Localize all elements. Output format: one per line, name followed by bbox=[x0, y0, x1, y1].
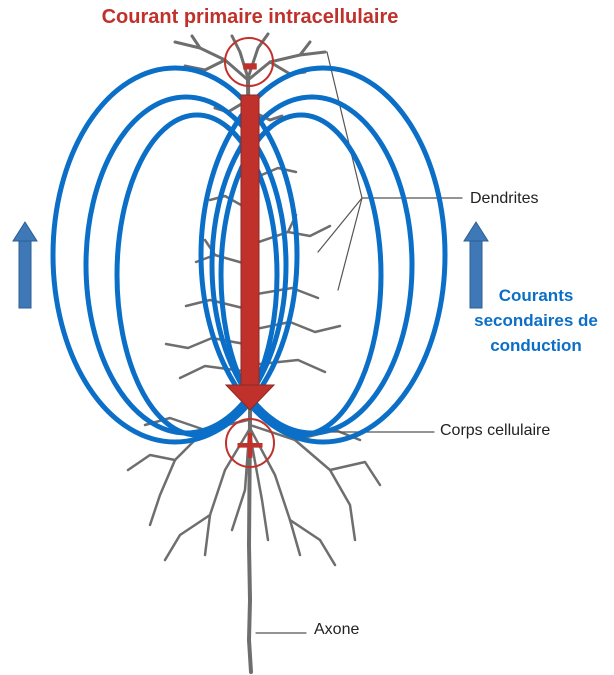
left-arrow-shaft bbox=[19, 240, 31, 308]
left-upward-arrow bbox=[13, 222, 37, 308]
label-axon: Axone bbox=[314, 621, 359, 639]
right-arrow-head bbox=[464, 222, 488, 241]
positive-pole-sign: + bbox=[233, 422, 267, 468]
label-cell-body: Corps cellulaire bbox=[440, 422, 550, 440]
label-secondary-line-1: Courants bbox=[462, 283, 610, 308]
label-secondary-line-2: secondaires de bbox=[462, 308, 610, 333]
positive-pole: + bbox=[226, 419, 274, 468]
label-dendrites: Dendrites bbox=[470, 190, 538, 208]
negative-pole-sign: - bbox=[241, 39, 259, 90]
label-secondary-line-3: conduction bbox=[462, 333, 610, 358]
axon-line bbox=[249, 545, 251, 672]
left-arrow-head bbox=[13, 222, 37, 241]
label-secondary-currents: Courants secondaires de conduction bbox=[462, 283, 610, 358]
primary-current-head bbox=[226, 385, 274, 410]
diagram-title: Courant primaire intracellulaire bbox=[0, 6, 500, 29]
primary-current-shaft bbox=[241, 95, 259, 385]
